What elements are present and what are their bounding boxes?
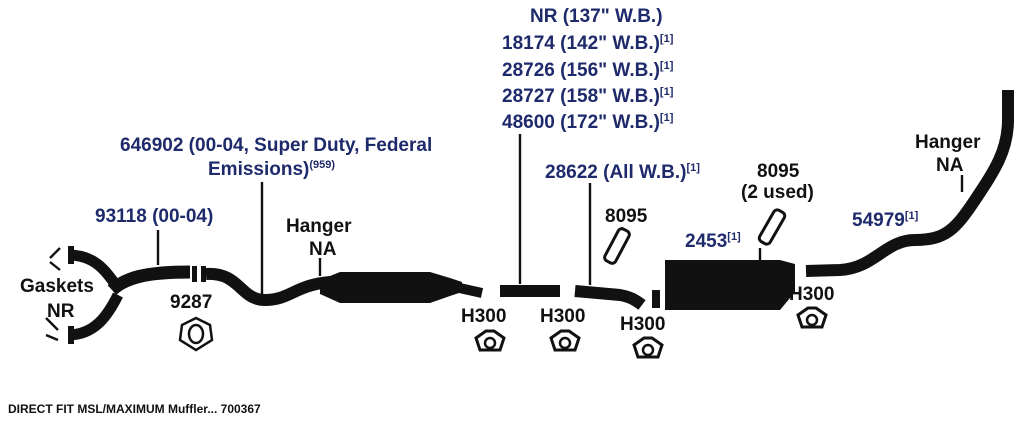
hanger-h300-2 xyxy=(549,329,581,352)
hanger-h300-1 xyxy=(474,329,506,352)
label-top-4: 48600 (172" W.B.)[1] xyxy=(502,112,674,133)
label-clamp-8095-left: 8095 xyxy=(605,206,648,227)
clamp-8095-right xyxy=(757,208,787,246)
intermediate-pipe xyxy=(500,285,560,297)
label-top-2: 28726 (156" W.B.)[1] xyxy=(502,60,674,81)
label-converter-1: 646902 (00-04, Super Duty, Federal xyxy=(120,135,432,156)
joint-2 xyxy=(201,266,206,282)
resonator xyxy=(320,272,462,303)
label-hanger-mid-2: NA xyxy=(309,239,337,260)
label-top-0: NR (137" W.B.) xyxy=(530,6,663,27)
pipe-28622-shape xyxy=(574,285,646,310)
label-muffler: 2453[1] xyxy=(685,231,741,252)
resonator-outlet xyxy=(453,282,484,298)
label-h300-2: H300 xyxy=(540,306,585,327)
leader-gasket-c xyxy=(45,317,59,331)
label-top-3: 28727 (158" W.B.)[1] xyxy=(502,86,674,107)
footer-note: DIRECT FIT MSL/MAXIMUM Muffler... 700367 xyxy=(8,402,261,416)
converter-pipe xyxy=(205,267,331,306)
flange-top xyxy=(68,246,74,264)
muffler-inlet xyxy=(652,290,660,308)
label-clamp-8095-right-2: (2 used) xyxy=(741,182,814,203)
leader-gasket-a xyxy=(49,247,61,259)
label-hanger-right-1: Hanger xyxy=(915,132,981,153)
label-pipe-28622: 28622 (All W.B.)[1] xyxy=(545,162,700,183)
label-clamp-8095-right-1: 8095 xyxy=(757,161,800,182)
gasket xyxy=(178,316,214,352)
label-tail-pipe: 54979[1] xyxy=(852,210,919,231)
joint-1 xyxy=(192,266,197,282)
hanger-h300-3 xyxy=(632,336,664,359)
label-gaskets-2: NR xyxy=(47,301,75,322)
label-gasket-part: 9287 xyxy=(170,292,212,313)
label-hanger-right-2: NA xyxy=(936,155,964,176)
label-hanger-mid-1: Hanger xyxy=(286,216,352,237)
y-pipe xyxy=(67,246,191,344)
label-top-1: 18174 (142" W.B.)[1] xyxy=(502,33,674,54)
tail-pipe xyxy=(805,90,1014,277)
leader-gasket-b xyxy=(49,261,61,271)
leader-gasket-d xyxy=(45,333,59,342)
flange-bottom xyxy=(68,326,74,344)
label-h300-3: H300 xyxy=(620,314,665,335)
label-converter-2: Emissions)(959) xyxy=(208,159,335,180)
label-h300-1: H300 xyxy=(461,306,506,327)
label-front-pipe: 93118 (00-04) xyxy=(95,206,213,227)
hanger-h300-4 xyxy=(796,306,828,329)
muffler xyxy=(665,260,795,310)
label-h300-4: H300 xyxy=(789,284,834,305)
clamp-8095-left xyxy=(603,227,631,265)
label-gaskets-1: Gaskets xyxy=(20,276,94,297)
